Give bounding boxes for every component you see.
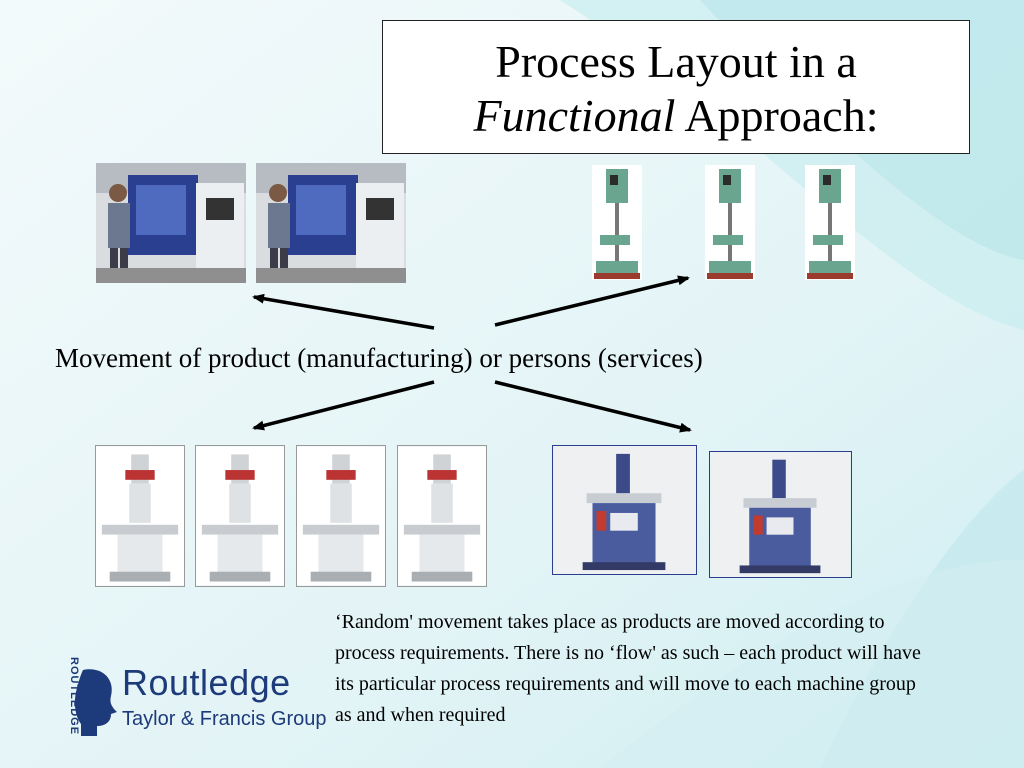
- logo-subtitle: Taylor & Francis Group: [122, 708, 327, 730]
- grinder-machine-image: [552, 445, 697, 575]
- title-line-2-rest: Approach:: [675, 90, 879, 141]
- grinder-machine-image: [709, 451, 852, 578]
- routledge-logo: ROUTLEDGE Routledge Taylor & Francis Gro…: [55, 657, 327, 740]
- milling-machine-image: [397, 445, 487, 587]
- logo-head-icon: [74, 669, 117, 736]
- lathe-machine-image: [96, 163, 246, 283]
- drill-press-image: [592, 165, 642, 280]
- title-line-2: Functional Approach:: [383, 89, 969, 143]
- logo-name: Routledge: [122, 662, 291, 703]
- drill-press-image: [805, 165, 855, 280]
- title-italic-word: Functional: [473, 90, 676, 141]
- drill-press-image: [705, 165, 755, 280]
- milling-machine-image: [296, 445, 386, 587]
- milling-machine-image: [195, 445, 285, 587]
- lathe-machine-image: [256, 163, 406, 283]
- milling-machine-image: [95, 445, 185, 587]
- description-text: ‘Random' movement takes place as product…: [335, 611, 921, 726]
- movement-label: Movement of product (manufacturing) or p…: [55, 343, 703, 373]
- slide-title: Process Layout in a Functional Approach:: [382, 20, 970, 154]
- title-line-1: Process Layout in a: [495, 36, 857, 87]
